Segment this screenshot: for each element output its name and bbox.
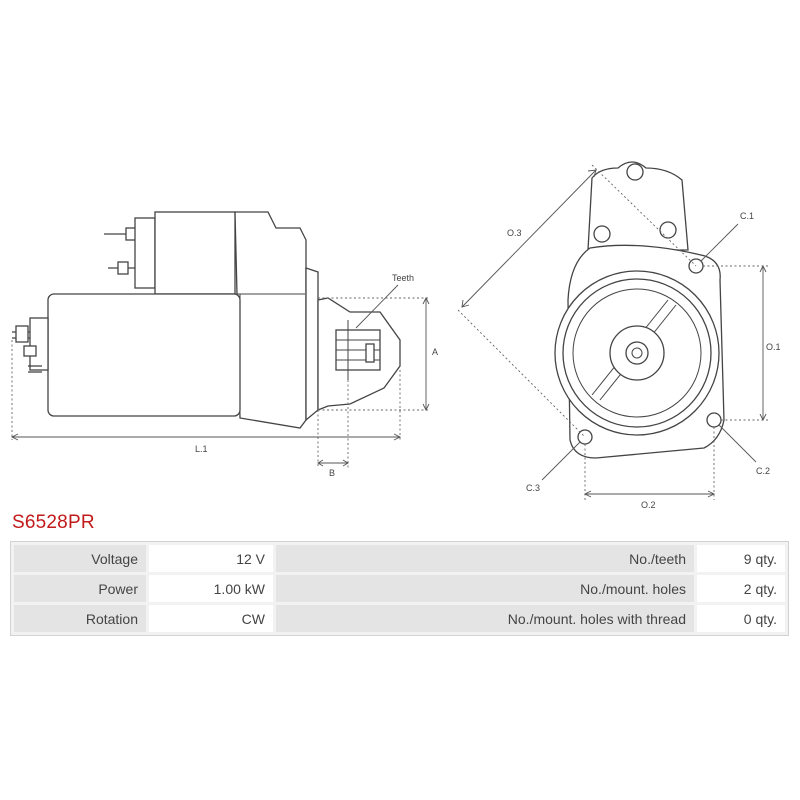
dimension-o3-label: O.3 (507, 228, 522, 238)
spec-value-rotation: CW (149, 605, 273, 632)
dimension-o1-label: O.1 (766, 342, 781, 352)
spec-value-teeth: 9 qty. (697, 545, 785, 572)
spec-value-threaded-holes: 0 qty. (697, 605, 785, 632)
spec-label-threaded-holes: No./mount. holes with thread (276, 605, 694, 632)
teeth-label: Teeth (392, 273, 414, 283)
hole-c1-label: C.1 (740, 211, 754, 221)
spec-value-voltage: 12 V (149, 545, 273, 572)
table-row: Rotation CW No./mount. holes with thread… (14, 605, 785, 632)
hole-c3-label: C.3 (526, 483, 540, 493)
spec-label-teeth: No./teeth (276, 545, 694, 572)
hole-c2-label: C.2 (756, 466, 770, 476)
spec-label-mount-holes: No./mount. holes (276, 575, 694, 602)
dimension-b-label: B (329, 468, 335, 478)
spec-label-power: Power (14, 575, 146, 602)
spec-label-rotation: Rotation (14, 605, 146, 632)
spec-label-voltage: Voltage (14, 545, 146, 572)
spec-value-power: 1.00 kW (149, 575, 273, 602)
table-row: Power 1.00 kW No./mount. holes 2 qty. (14, 575, 785, 602)
front-view: O.1 O.2 O.3 C.1 C.2 C.3 (457, 161, 781, 510)
table-row: Voltage 12 V No./teeth 9 qty. (14, 545, 785, 572)
dimension-o2-label: O.2 (641, 500, 656, 510)
dimension-a-label: A (432, 347, 438, 357)
product-code: S6528PR (12, 512, 95, 533)
side-view: Teeth A L.1 B (10, 211, 438, 478)
dimension-l1-label: L.1 (195, 444, 208, 454)
spec-value-mount-holes: 2 qty. (697, 575, 785, 602)
technical-drawing: Teeth A L.1 B (10, 161, 781, 510)
specs-table: Voltage 12 V No./teeth 9 qty. Power 1.00… (10, 541, 789, 636)
